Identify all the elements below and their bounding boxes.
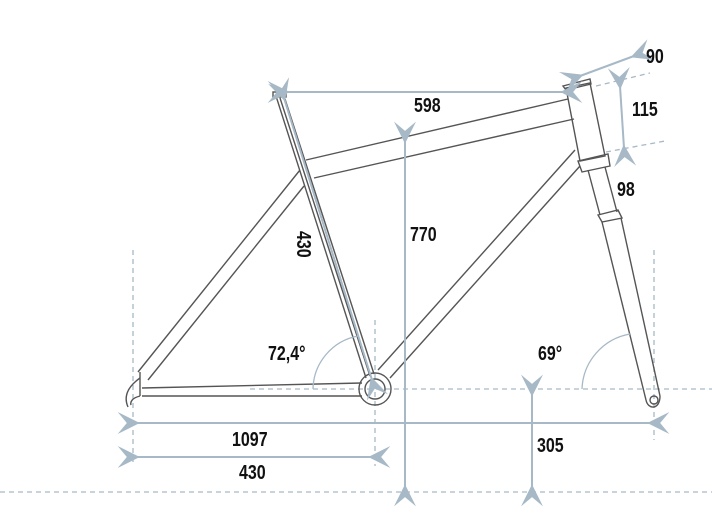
head-angle-label: 69° [538, 342, 562, 364]
seat-tube-label: 430 [293, 231, 315, 258]
head-tube-bottom-ref [605, 140, 666, 153]
wheelbase-label: 1097 [232, 428, 268, 450]
bb-height-label: 305 [537, 434, 564, 456]
head-tube-label: 115 [632, 98, 658, 120]
head-angle-arc [581, 333, 631, 390]
reference-lines [0, 72, 712, 493]
top-tube-label: 598 [414, 94, 441, 116]
stem-dimension [558, 39, 656, 93]
head-tube-top-ref [595, 72, 651, 87]
fork-label: 98 [617, 178, 635, 200]
chainstay-label: 430 [239, 461, 266, 483]
seat-tube-dimension [268, 77, 388, 401]
seat-angle-arc [312, 335, 359, 390]
dimension-arrows [117, 39, 670, 507]
head-tube-dimension [607, 66, 637, 168]
bike-frame [125, 78, 661, 408]
seat-angle-label: 72,4° [268, 342, 306, 364]
stack-label: 770 [410, 223, 437, 245]
stem-length-label: 90 [646, 45, 664, 67]
